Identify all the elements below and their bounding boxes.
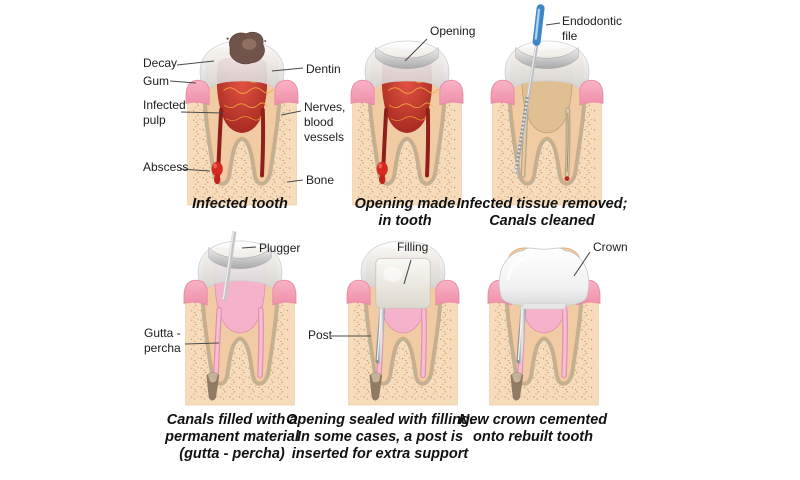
caption-opening-sealed: Opening sealed with filling. In some cas…	[286, 412, 474, 462]
label-gutta-percha: Gutta - percha	[144, 326, 181, 355]
label-post: Post	[308, 328, 333, 342]
label-nerves-blood-vessels: Nerves, blood vessels	[304, 100, 346, 144]
label-endodontic-file: Endodontic file	[562, 14, 623, 43]
caption-infected-tooth: Infected tooth	[192, 196, 288, 212]
label-plugger: Plugger	[259, 241, 301, 255]
label-bone: Bone	[306, 173, 335, 187]
caption-canals-cleaned: Infected tissue removed; Canals cleaned	[456, 196, 628, 229]
label-dentin: Dentin	[306, 62, 341, 76]
caption-opening-made: Opening made in tooth	[354, 196, 456, 229]
label-filling: Filling	[397, 240, 429, 254]
label-decay: Decay	[143, 56, 178, 70]
label-abscess: Abscess	[143, 160, 189, 174]
caption-canals-filled: Canals filled with a permanent material …	[165, 412, 299, 462]
label-crown: Crown	[593, 240, 628, 254]
label-gum: Gum	[143, 74, 170, 88]
label-infected-pulp: Infected pulp	[143, 98, 186, 127]
caption-new-crown: New crown cemented onto rebuilt tooth	[458, 412, 608, 445]
label-opening: Opening	[430, 24, 476, 38]
